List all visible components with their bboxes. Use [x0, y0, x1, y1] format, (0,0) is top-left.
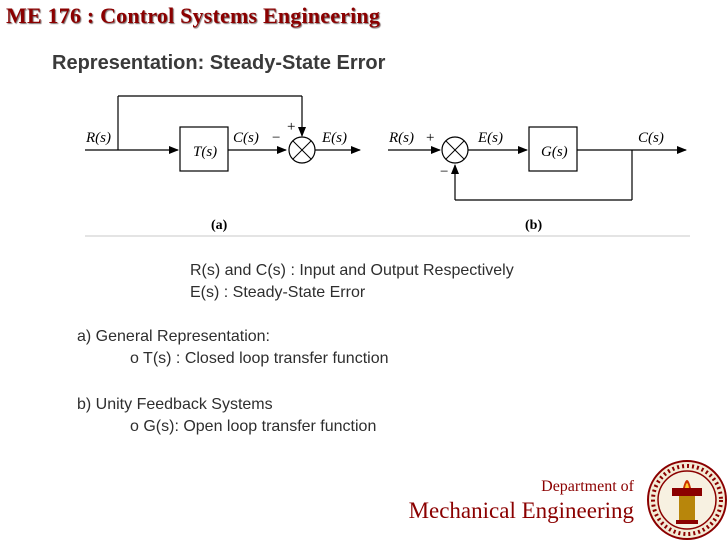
- department-of-label: Department of: [541, 478, 634, 495]
- block-t: [179, 126, 229, 172]
- t-block-label: T(s): [193, 144, 217, 160]
- e-label-a: E(s): [321, 130, 347, 146]
- slide-title: Representation: Steady-State Error: [52, 52, 386, 74]
- caption-a: (a): [211, 218, 228, 233]
- item-b-bullet: o G(s): Open loop transfer function: [130, 418, 377, 435]
- diagram-b: R(s) + − E(s) G(s) C(s) (b): [388, 126, 687, 233]
- minus-sign-b: −: [440, 164, 448, 180]
- legend-line-1: R(s) and C(s) : Input and Output Respect…: [190, 262, 514, 279]
- block-g: [528, 126, 578, 172]
- r-label-b: R(s): [388, 130, 414, 146]
- r-label-a: R(s): [85, 130, 111, 146]
- item-a-title: a) General Representation:: [77, 328, 270, 345]
- plus-sign-b: +: [426, 130, 434, 146]
- department-name: Mechanical Engineering: [408, 498, 634, 523]
- g-block-label: G(s): [541, 144, 568, 160]
- plus-sign-a: +: [287, 119, 295, 135]
- item-a-bullet: o T(s) : Closed loop transfer function: [130, 350, 389, 367]
- e-label-b: E(s): [477, 130, 503, 146]
- c-label-b: C(s): [638, 130, 664, 146]
- minus-sign-a: −: [272, 130, 280, 146]
- college-seal-logo: [647, 460, 727, 540]
- course-title: ME 176 : Control Systems Engineering: [6, 3, 381, 28]
- legend-line-2: E(s) : Steady-State Error: [190, 284, 366, 301]
- c-label-a: C(s): [233, 130, 259, 146]
- item-b-title: b) Unity Feedback Systems: [77, 396, 273, 413]
- caption-b: (b): [525, 218, 542, 233]
- diagram-a: R(s) T(s) C(s) + − E(s) (a): [85, 95, 361, 233]
